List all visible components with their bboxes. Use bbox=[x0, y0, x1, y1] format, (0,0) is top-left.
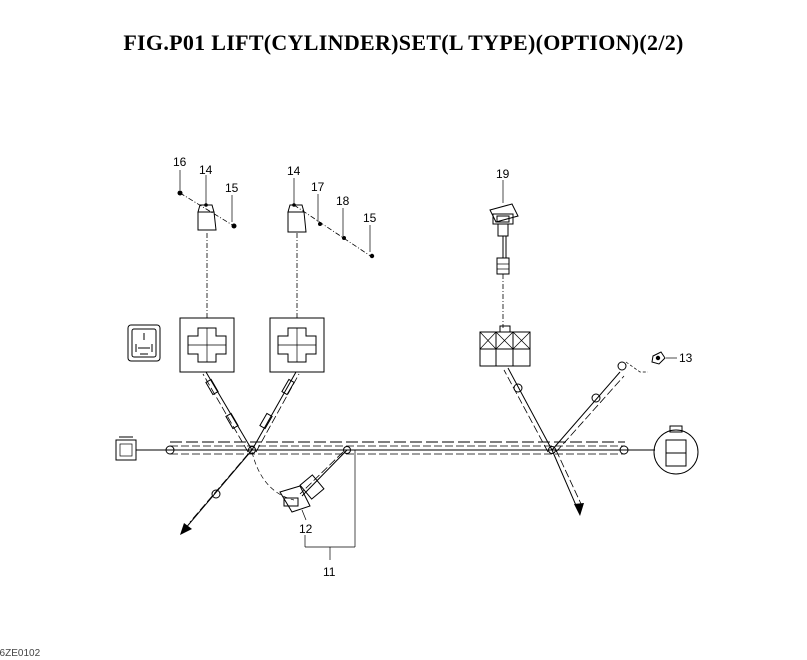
parts-group-left-top bbox=[177, 170, 237, 231]
callout-13: 13 bbox=[679, 351, 693, 365]
callout-14-left: 14 bbox=[199, 163, 213, 177]
figure-title: FIG.P01 LIFT(CYLINDER)SET(L TYPE)(OPTION… bbox=[123, 30, 684, 55]
callout-19: 19 bbox=[496, 167, 510, 181]
three-pin-connector bbox=[479, 325, 531, 367]
callout-18: 18 bbox=[336, 194, 350, 208]
left-end-connector bbox=[115, 436, 137, 461]
parts-group-middle-top bbox=[287, 178, 375, 259]
left-branches bbox=[180, 371, 300, 535]
relay-left bbox=[179, 317, 235, 373]
switch-19-assembly bbox=[489, 180, 519, 328]
callout-15-middle: 15 bbox=[363, 211, 377, 225]
relay-pinout-icon bbox=[127, 324, 161, 362]
callout-14-middle: 14 bbox=[287, 164, 301, 178]
connector-12-assembly bbox=[251, 449, 348, 521]
callout-11: 11 bbox=[323, 565, 336, 579]
callout-12: 12 bbox=[299, 522, 313, 536]
callout-15-left: 15 bbox=[225, 181, 239, 195]
relay-right bbox=[269, 317, 325, 373]
right-branches bbox=[503, 351, 677, 516]
callout-11-bracket bbox=[304, 450, 356, 560]
right-end-round-connector bbox=[653, 425, 699, 475]
callout-16: 16 bbox=[173, 155, 187, 169]
main-harness-trunk bbox=[136, 441, 655, 455]
callout-17: 17 bbox=[311, 180, 325, 194]
